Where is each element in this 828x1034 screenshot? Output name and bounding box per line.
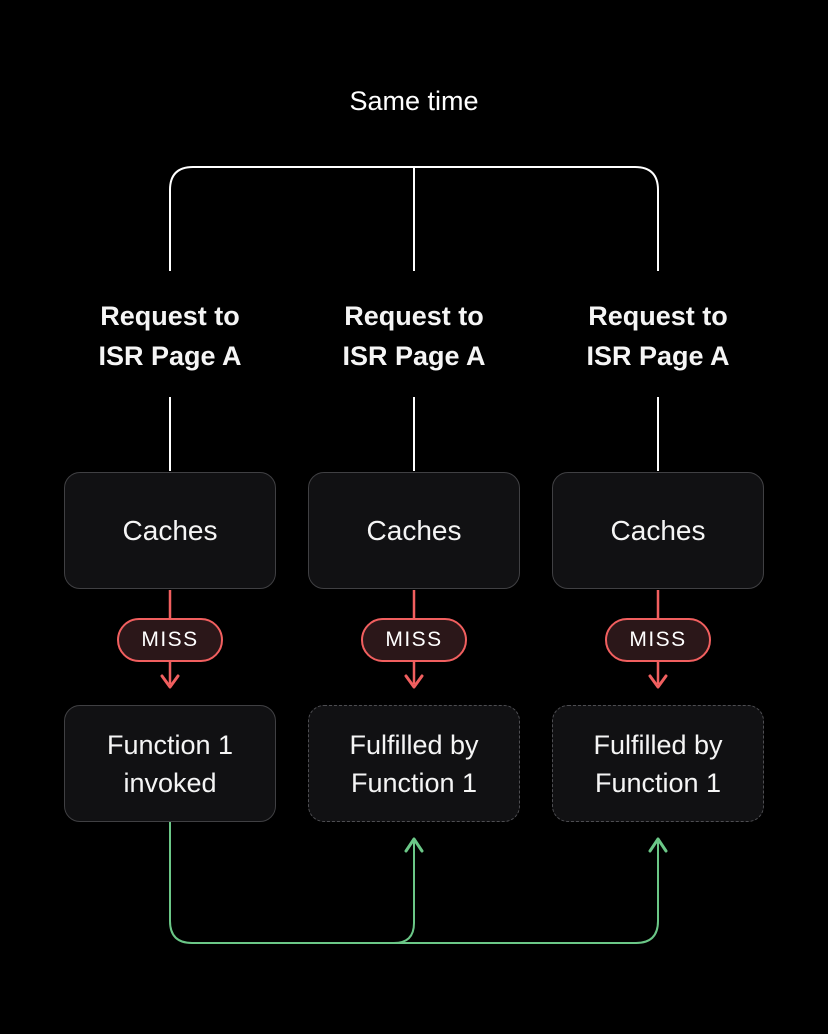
miss-badge-3: MISS <box>605 618 711 662</box>
cache-box-1: Caches <box>64 472 276 589</box>
fulfilled-loop <box>169 822 659 944</box>
cache-box-2: Caches <box>308 472 520 589</box>
result-box-2-line2: Function 1 <box>350 767 478 798</box>
miss-arrowhead-1 <box>160 674 180 689</box>
fulfilled-arrowhead-middle <box>404 837 424 853</box>
result-box-1: Function 1 invoked <box>64 705 276 822</box>
miss-badge-2: MISS <box>361 618 467 662</box>
request-label-1-line1: Request to <box>100 301 240 331</box>
request-label-1-line2: ISR Page A <box>98 341 242 371</box>
result-box-3-line2: Function 1 <box>594 767 722 798</box>
result-box-2-line1: Fulfilled by <box>349 729 479 760</box>
request-label-3-line2: ISR Page A <box>586 341 730 371</box>
miss-arrowhead-2 <box>404 674 424 689</box>
result-box-2: Fulfilled by Function 1 <box>308 705 520 822</box>
request-label-2-line2: ISR Page A <box>342 341 486 371</box>
result-box-1-line1: Function 1 <box>106 729 234 760</box>
fulfilled-branch-middle <box>393 842 415 944</box>
result-box-3: Fulfilled by Function 1 <box>552 705 764 822</box>
result-box-1-line2: invoked <box>123 767 217 798</box>
request-label-3: Request to ISR Page A <box>552 296 764 376</box>
request-label-2-line1: Request to <box>344 301 484 331</box>
result-box-3-line1: Fulfilled by <box>593 729 723 760</box>
cache-box-3: Caches <box>552 472 764 589</box>
miss-badge-1: MISS <box>117 618 223 662</box>
request-label-2: Request to ISR Page A <box>308 296 520 376</box>
same-time-label: Same time <box>349 86 479 116</box>
miss-arrowhead-3 <box>648 674 668 689</box>
request-label-1: Request to ISR Page A <box>64 296 276 376</box>
request-label-3-line1: Request to <box>588 301 728 331</box>
fulfilled-arrowhead-right <box>648 837 668 853</box>
